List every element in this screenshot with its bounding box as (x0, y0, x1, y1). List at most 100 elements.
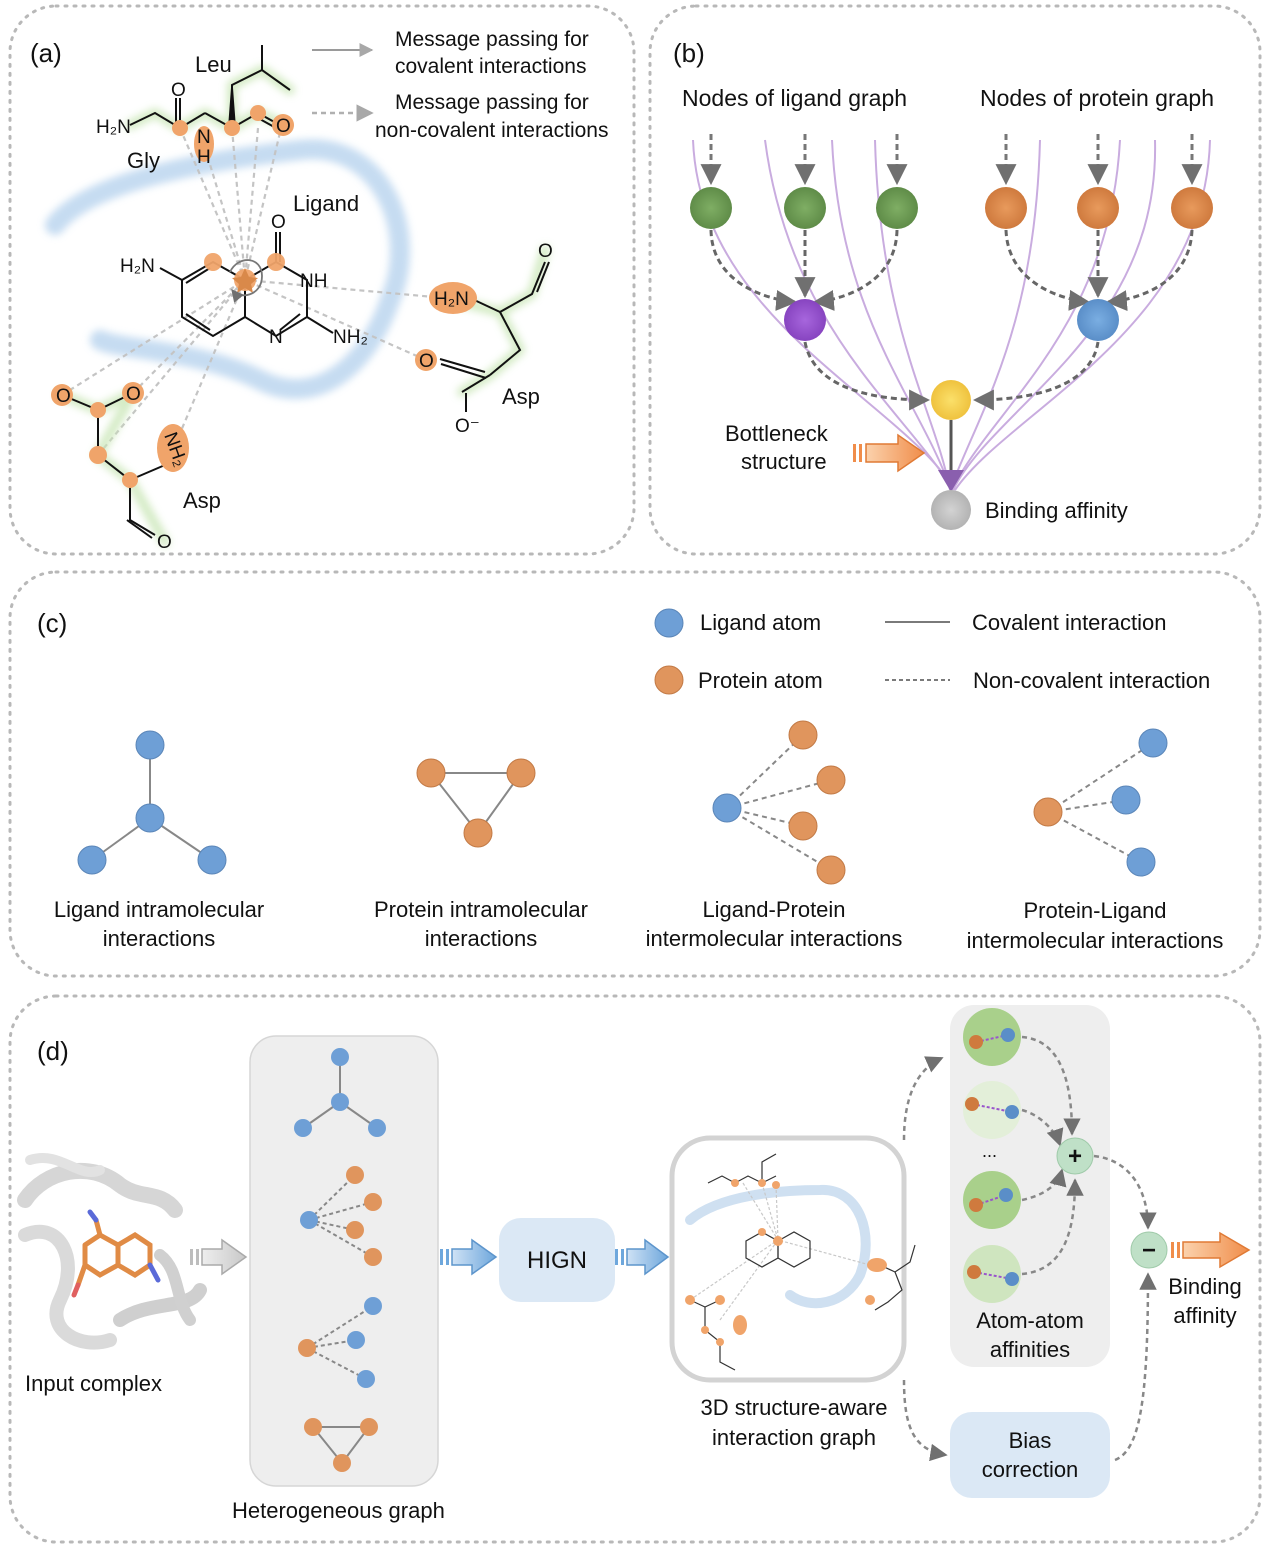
atom-affinities-label-1: Atom-atom (976, 1308, 1084, 1333)
ligand-protein-graph (712, 720, 846, 885)
label-ligand: Ligand (293, 191, 359, 216)
atom-n-amide: N (197, 127, 211, 148)
caption-ligand-intra-1: Ligand intramolecular (54, 897, 264, 922)
noncovalent-lines (61, 123, 446, 456)
hetero-graph-ligand-protein (300, 1166, 382, 1266)
gray-flow-arrow (190, 1238, 248, 1276)
protein-node-2 (1077, 187, 1119, 229)
protein-ribbon (45, 139, 410, 399)
hign-box (499, 1218, 615, 1302)
output-arrow (1171, 1231, 1251, 1269)
ligand-node-1 (690, 187, 732, 229)
atom-nh-lig: NH (300, 271, 327, 292)
panel-a-label: (a) (30, 38, 62, 68)
bias-correction-box (950, 1412, 1110, 1498)
hetero-graph-protein-protein (304, 1418, 378, 1472)
panel-c-frame (8, 570, 1262, 978)
legend-protein-atom: Protein atom (698, 668, 823, 693)
panel-d-label: (d) (37, 1036, 69, 1066)
sum-arrows (1021, 1035, 1157, 1462)
atom-o-left-bottom: O (157, 532, 172, 553)
arrow-to-bias (902, 1379, 948, 1462)
panel-b-frame (648, 4, 1262, 556)
atom-o-lig: O (271, 212, 286, 233)
ligand-node-3 (876, 187, 918, 229)
atom-o-left2: O (126, 384, 141, 405)
bottleneck-line2: structure (741, 449, 827, 474)
atom-affinities-label-2: affinities (990, 1337, 1070, 1362)
binding-affinity-node (931, 490, 971, 530)
protein-nodes-title: Nodes of protein graph (980, 85, 1214, 111)
atom-o-asp-mid: O (419, 351, 434, 372)
atom-o-gly: O (171, 80, 186, 101)
legend-noncovalent-line2: non-covalent interactions (375, 119, 608, 142)
panel-d: (d) Input complex (17, 1005, 1251, 1523)
atom-h2n-gly: H₂N (96, 117, 131, 138)
atom-o-left1: O (56, 386, 71, 407)
label-gly: Gly (127, 148, 160, 173)
legend-noncovalent-line1: Message passing for (395, 91, 589, 114)
atom-n-lig: N (269, 327, 283, 348)
blue-flow-arrow-1 (440, 1238, 498, 1276)
affinity-ellipsis: ... (982, 1141, 997, 1161)
label-leu: Leu (195, 52, 232, 77)
heterogeneous-graph-box (249, 1035, 439, 1487)
hetero-graph-protein-ligand (298, 1297, 382, 1388)
ligand-node-2 (784, 187, 826, 229)
caption-protein-ligand-1: Protein-Ligand (1023, 898, 1166, 923)
sum-operator-label: + (1068, 1143, 1082, 1170)
caption-protein-ligand-2: intermolecular interactions (967, 928, 1224, 953)
protein-intramolecular-graph (416, 758, 536, 848)
blue-flow-arrow-2 (615, 1238, 670, 1276)
affinity-item-3 (963, 1171, 1021, 1229)
binding-affinity-output-1: Binding (1168, 1274, 1241, 1299)
caption-protein-intra-2: interactions (425, 926, 538, 951)
panel-a: (a) Message passing for covalent interac… (30, 28, 608, 553)
caption-protein-intra-1: Protein intramolecular (374, 897, 588, 922)
panel-b-label: (b) (673, 38, 705, 68)
panel-a-frame (8, 4, 636, 556)
bottleneck-node (931, 380, 971, 420)
atom-h-amide: H (197, 147, 211, 168)
caption-ligand-intra-2: interactions (103, 926, 216, 951)
ligand-nodes-title: Nodes of ligand graph (682, 85, 907, 111)
label-asp-right: Asp (502, 384, 540, 409)
heterogeneous-graph-label: Heterogeneous graph (232, 1498, 445, 1523)
atom-nh2-lig: NH₂ (333, 327, 368, 348)
binding-affinity-output-2: affinity (1173, 1303, 1236, 1328)
panel-d-frame (8, 994, 1262, 1544)
legend-covalent-line2: covalent interactions (395, 55, 586, 78)
atom-o-leu: O (276, 116, 291, 137)
difference-operator-label: − (1142, 1237, 1156, 1264)
legend-protein-atom-dot (654, 665, 684, 695)
panel-b: (b) Nodes of ligand graph Nodes of prote… (673, 38, 1214, 530)
hetero-graph-ligand-ligand (294, 1048, 386, 1137)
input-arrows (700, 134, 1203, 186)
caption-ligand-protein-2: intermolecular interactions (646, 926, 903, 951)
label-asp-left: Asp (183, 488, 221, 513)
legend-covalent: Covalent interaction (972, 610, 1166, 635)
arrow-to-affinities (902, 1056, 944, 1141)
difference-operator (1130, 1231, 1168, 1269)
ligand-intramolecular-graph (77, 730, 227, 875)
input-complex-label: Input complex (25, 1371, 162, 1396)
atom-o-minus: O⁻ (455, 416, 480, 437)
legend-ligand-atom-dot (654, 608, 684, 638)
hign-label: HIGN (527, 1247, 587, 1274)
bias-correction-label-2: correction (982, 1457, 1079, 1482)
protein-ligand-graph (1033, 728, 1168, 877)
message-loop-arrow (229, 259, 263, 303)
sum-operator (1056, 1137, 1094, 1175)
protein-node-1 (985, 187, 1027, 229)
legend-noncovalent: Non-covalent interaction (973, 668, 1210, 693)
affinity-item-2 (963, 1081, 1021, 1139)
legend-covalent-line1: Message passing for (395, 28, 589, 51)
atom-o-asp-top: O (538, 241, 553, 262)
panel-c-label: (c) (37, 608, 67, 638)
bottleneck-arrow (853, 433, 926, 473)
binding-affinity-label: Binding affinity (985, 498, 1128, 523)
input-complex-image (17, 1153, 207, 1350)
caption-ligand-protein-1: Ligand-Protein (702, 897, 845, 922)
interaction-graph-caption-1: 3D structure-aware (700, 1395, 887, 1420)
